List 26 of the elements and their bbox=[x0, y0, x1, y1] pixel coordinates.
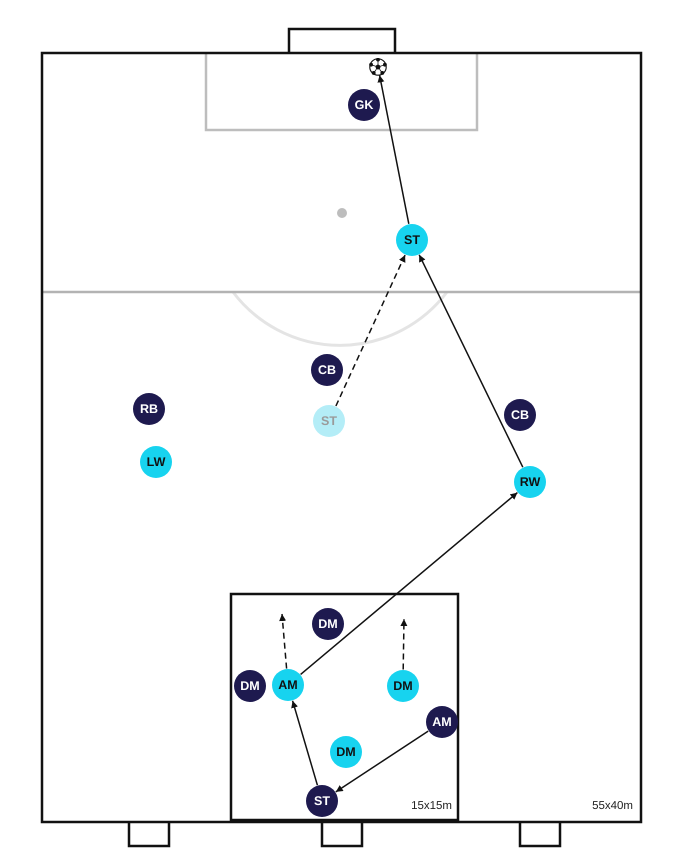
player-token: ST bbox=[396, 224, 428, 256]
arrow bbox=[300, 492, 518, 675]
arrow bbox=[378, 75, 410, 224]
dashed-arrow bbox=[335, 254, 406, 406]
player-token: RW bbox=[514, 466, 546, 498]
player-token: CB bbox=[504, 399, 536, 431]
soccer-ball-icon bbox=[369, 58, 387, 76]
player-token: CB bbox=[311, 354, 343, 386]
arrow bbox=[335, 730, 429, 793]
player-token: AM bbox=[426, 706, 458, 738]
faded-player-token: ST bbox=[313, 405, 345, 437]
dashed-arrow bbox=[400, 618, 408, 670]
player-token: ST bbox=[306, 785, 338, 817]
player-token: AM bbox=[272, 669, 304, 701]
player-token: DM bbox=[312, 608, 344, 640]
size-label: 15x15m bbox=[411, 800, 452, 814]
dashed-arrow bbox=[279, 614, 288, 669]
player-token: LW bbox=[140, 446, 172, 478]
arrow bbox=[418, 254, 524, 468]
player-token: GK bbox=[348, 89, 380, 121]
size-label: 55x40m bbox=[592, 800, 633, 814]
player-token: DM bbox=[330, 736, 362, 768]
player-token: RB bbox=[133, 393, 165, 425]
player-token: DM bbox=[387, 670, 419, 702]
player-token: DM bbox=[234, 670, 266, 702]
arrow bbox=[291, 700, 318, 786]
